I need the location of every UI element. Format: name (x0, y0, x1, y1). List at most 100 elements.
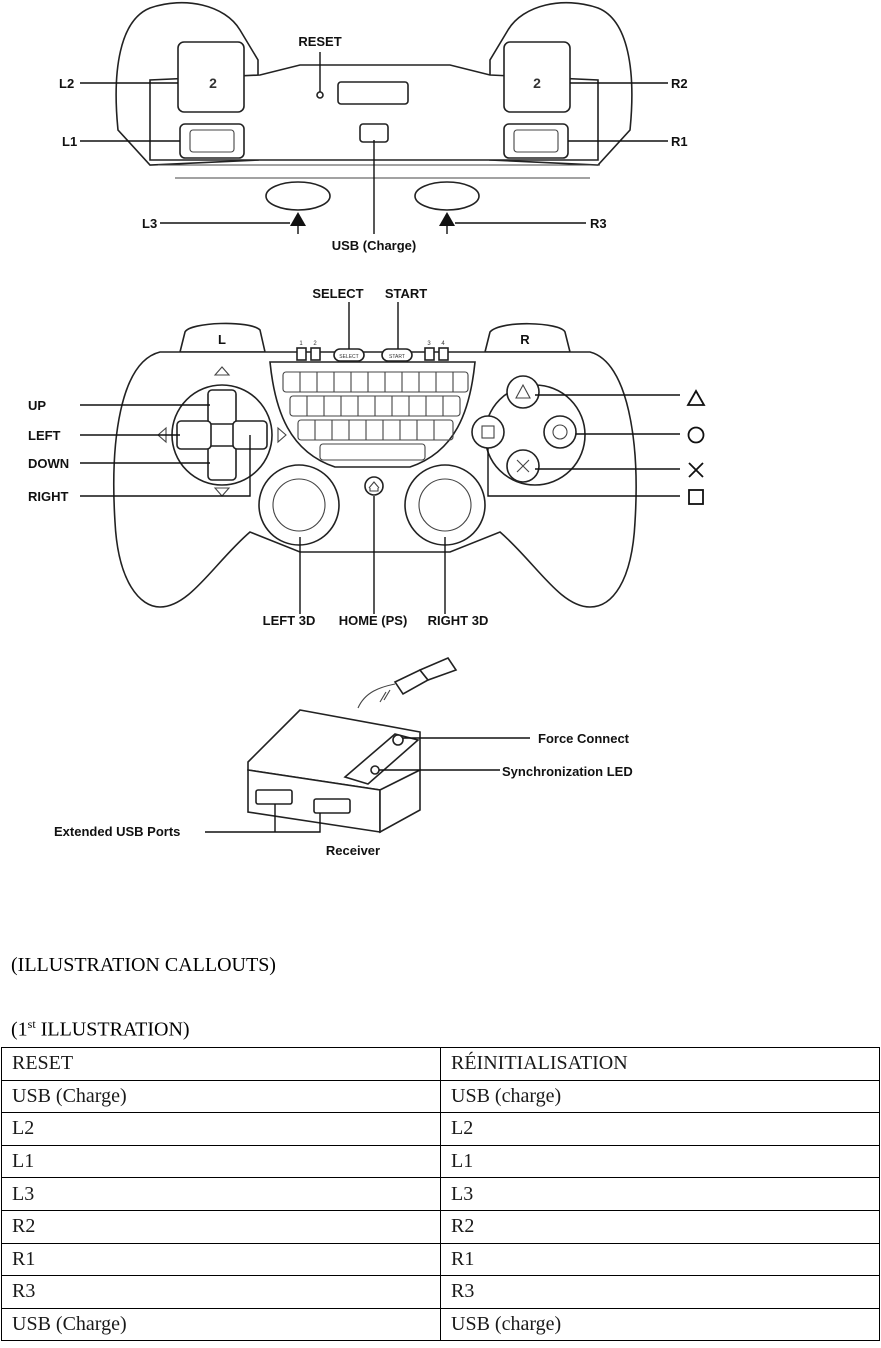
l-shoulder-label: L (218, 332, 226, 347)
square-leader (487, 448, 680, 497)
start-button-shape (381, 348, 413, 362)
illustration-front-view: L R SELECT START 1 2 3 4 (28, 286, 706, 628)
l1-label: L1 (62, 134, 77, 149)
dpad-up-shape (207, 389, 237, 425)
r2-label: R2 (671, 76, 688, 91)
english-term-cell: L2 (1, 1112, 441, 1146)
player-led-3-text: 3 (427, 341, 431, 347)
triangle-glyph (515, 383, 531, 399)
start-label: START (385, 286, 427, 301)
l3-up-arrow-icon (290, 212, 306, 226)
english-term-cell: USB (Charge) (1, 1307, 441, 1342)
dpad-left-shape (176, 420, 212, 450)
english-term-cell: R3 (1, 1275, 441, 1309)
l2-trigger-shape (177, 41, 245, 113)
player-led-1-text: 1 (299, 341, 303, 347)
r1-label: R1 (671, 134, 688, 149)
keyboard-keys (282, 371, 469, 461)
right-label: RIGHT (28, 489, 69, 504)
french-term-cell: RÉINITIALISATION (440, 1047, 880, 1081)
player-led-2-text: 2 (313, 341, 317, 347)
player-led-4 (438, 347, 449, 361)
cross-glyph (516, 459, 530, 473)
french-term-cell: L1 (440, 1144, 880, 1179)
left-3d-stick-shape (258, 464, 340, 546)
l3-label: L3 (142, 216, 157, 231)
keyboard-panel (269, 361, 476, 468)
receiver-side (379, 768, 421, 834)
usb-port-shape (359, 123, 389, 143)
r1-bumper-inner (513, 129, 559, 153)
home-icon (368, 481, 380, 492)
section-heading: (ILLUSTRATION CALLOUTS) (11, 954, 276, 976)
player-led-4-text: 4 (441, 341, 445, 347)
usb-port-1 (255, 789, 293, 805)
receiver-panel (343, 733, 420, 785)
french-term-cell: L3 (440, 1177, 880, 1211)
usb-charge-label: USB (Charge) (332, 238, 417, 253)
left-3d-stick-inner (272, 478, 326, 532)
sub-heading-suffix: ILLUSTRATION) (35, 1018, 190, 1041)
dpad-arrow-icons (157, 366, 287, 497)
force-connect-button (392, 734, 404, 746)
triangle-icon (686, 389, 706, 406)
english-term-cell: R2 (1, 1209, 441, 1244)
french-term-cell: R3 (440, 1275, 880, 1309)
french-term-cell: R1 (440, 1242, 880, 1277)
r3-stick-shape (414, 181, 480, 211)
top-center-slot (337, 81, 409, 105)
player-led-2 (310, 347, 321, 361)
triangle-button-shape (506, 375, 540, 409)
usb-ports-leader (205, 804, 321, 833)
english-term-cell: RESET (1, 1047, 441, 1081)
right-3d-stick-inner (418, 478, 472, 532)
square-glyph (481, 425, 495, 439)
l3-stick-shape (265, 181, 331, 211)
home-ps-label: HOME (PS) (339, 613, 408, 628)
sync-led-label: Synchronization LED (502, 764, 633, 779)
french-term-cell: L2 (440, 1112, 880, 1146)
select-label: SELECT (312, 286, 363, 301)
home-button-shape (364, 476, 384, 496)
english-term-cell: USB (Charge) (1, 1079, 441, 1114)
l1-bumper-inner (189, 129, 235, 153)
right-3d-stick-shape (404, 464, 486, 546)
right-3d-label: RIGHT 3D (428, 613, 489, 628)
r2-trigger-shape (503, 41, 571, 113)
r-shoulder-label: R (520, 332, 530, 347)
up-label: UP (28, 398, 46, 413)
english-term-cell: L3 (1, 1177, 441, 1211)
illustration-receiver: Force Connect Synchronization LED Extend… (54, 657, 633, 858)
receiver-cable (357, 683, 396, 709)
cross-icon (688, 462, 704, 478)
sync-led (370, 765, 380, 775)
extended-usb-ports-label: Extended USB Ports (54, 824, 180, 839)
r2-trigger-glyph: 2 (533, 75, 541, 91)
left-3d-label: LEFT 3D (263, 613, 316, 628)
controller-top-ridges (158, 164, 600, 179)
l2-label: L2 (59, 76, 74, 91)
right-leader (80, 435, 251, 497)
select-button-text: SELECT (339, 354, 358, 360)
reset-label: RESET (298, 34, 341, 49)
table-row: USB (Charge)USB (charge) (1, 1079, 880, 1114)
force-connect-label: Force Connect (538, 731, 630, 746)
reset-hole (316, 91, 324, 99)
r-shoulder-shape (483, 322, 572, 353)
sub-heading-prefix: (1 (11, 1018, 28, 1041)
french-term-cell: R2 (440, 1209, 880, 1244)
l-shoulder-shape (178, 322, 267, 353)
english-term-cell: L1 (1, 1144, 441, 1179)
start-button-text: START (389, 354, 405, 360)
illustration-top-view: 2 2 RESET L2 L1 L3 R2 R1 R3 USB (Charge) (59, 1, 688, 253)
usb-plug-tip (418, 657, 458, 681)
french-term-cell: USB (charge) (440, 1307, 880, 1342)
